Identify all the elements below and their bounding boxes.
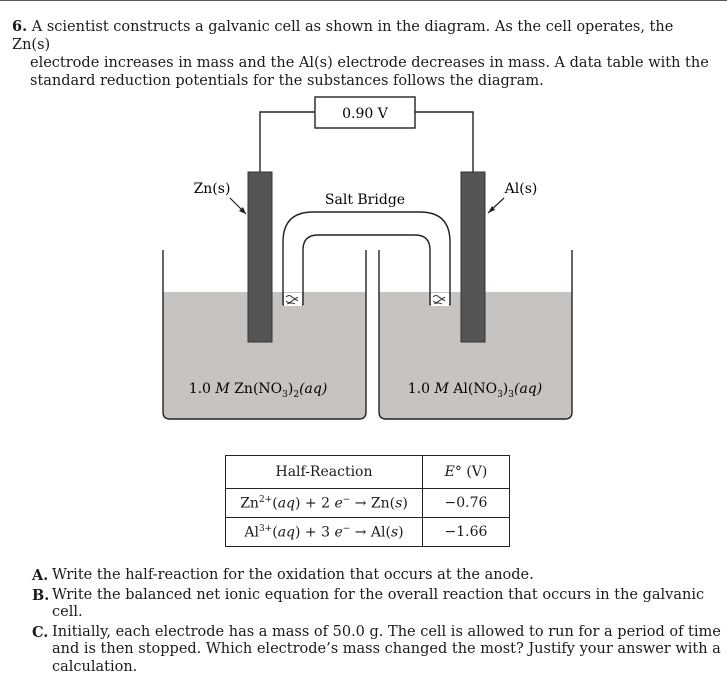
part-c: C. Initially, each electrode has a mass … — [32, 624, 722, 677]
zn-arrowhead — [239, 207, 246, 214]
left-beaker — [162, 250, 367, 420]
al-electrode-label: Al(s) — [504, 181, 538, 197]
al-arrowhead — [488, 206, 495, 213]
part-b-label: B. — [32, 586, 50, 604]
reduction-potential-table: Half-Reaction E° (V) Zn2+(aq) + 2 e− → Z… — [225, 455, 510, 547]
zn-electrode — [247, 171, 273, 343]
cotton-plug-left — [284, 293, 302, 306]
right-solution — [379, 292, 572, 419]
header-potential: E° (V) — [422, 455, 510, 489]
question-line-2: electrode increases in mass and the Al(s… — [30, 55, 709, 71]
al-electrode — [460, 171, 486, 343]
salt-bridge-outer — [282, 211, 451, 305]
table-row: Zn2+(aq) + 2 e− → Zn(s) −0.76 — [225, 488, 510, 518]
salt-bridge-label: Salt Bridge — [325, 192, 405, 208]
potential-zn: −0.76 — [422, 488, 510, 518]
part-a-label: A. — [32, 567, 49, 584]
part-b-text: Write the balanced net ionic equation fo… — [52, 586, 705, 621]
salt-bridge-inner — [302, 234, 431, 305]
left-solution-label: 1.0 M Zn(NO3)2(aq) — [189, 381, 328, 400]
potential-al: −1.66 — [422, 517, 510, 547]
galvanic-cell-diagram: 0.90 V Zn(s) Al(s) Salt Bridge 1.0 M Zn(… — [162, 96, 573, 420]
header-half-reaction: Half-Reaction — [225, 455, 423, 489]
question-line-3: standard reduction potentials for the su… — [30, 73, 544, 89]
cotton-plug-right — [431, 293, 449, 306]
left-wire — [259, 111, 315, 172]
part-c-label: C. — [32, 623, 49, 641]
question-line-1: A scientist constructs a galvanic cell a… — [12, 19, 674, 53]
half-reaction-zn: Zn2+(aq) + 2 e− → Zn(s) — [225, 488, 423, 518]
voltmeter-reading: 0.90 V — [342, 106, 389, 122]
zn-electrode-label: Zn(s) — [194, 181, 231, 197]
part-c-text: Initially, each electrode has a mass of … — [52, 623, 721, 675]
part-a-text: Write the half-reaction for the oxidatio… — [52, 567, 534, 583]
question-stem: 6. A scientist constructs a galvanic cel… — [12, 18, 712, 90]
right-beaker — [378, 250, 573, 420]
question-parts: A. Write the half-reaction for the oxida… — [32, 567, 722, 678]
part-a: A. Write the half-reaction for the oxida… — [32, 567, 722, 585]
question-number: 6. — [12, 18, 28, 35]
half-reaction-al: Al3+(aq) + 3 e− → Al(s) — [225, 517, 423, 547]
table-header-row: Half-Reaction E° (V) — [225, 455, 510, 489]
top-rule — [0, 0, 727, 1]
left-solution — [163, 292, 366, 419]
voltmeter — [314, 96, 416, 129]
part-b: B. Write the balanced net ionic equation… — [32, 587, 722, 622]
right-wire — [415, 111, 474, 172]
table-row: Al3+(aq) + 3 e− → Al(s) −1.66 — [225, 517, 510, 547]
